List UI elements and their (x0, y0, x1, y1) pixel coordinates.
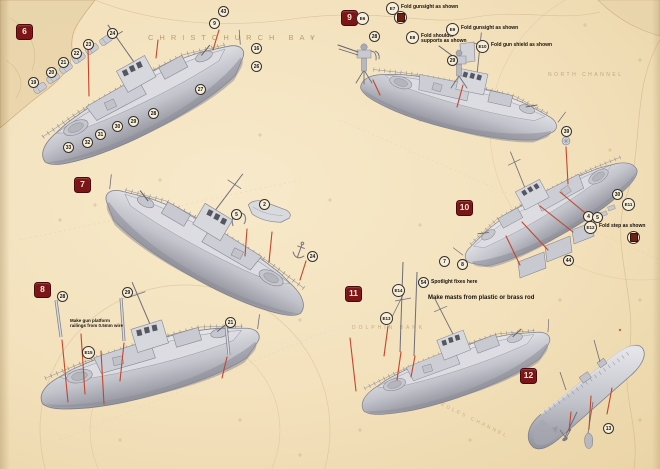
folding-tool-icon (394, 11, 407, 24)
part-callout: 5 (231, 209, 242, 220)
step-badge-11: 11 (345, 286, 362, 302)
part-callout: 24 (107, 28, 118, 39)
part-callout: 22 (71, 48, 82, 59)
part-callout: 28 (57, 291, 68, 302)
chart-label-dolphin-bank: DOLPHIN BANK (352, 325, 425, 331)
part-callout: 16 (251, 43, 262, 54)
part-callout: 30 (612, 189, 623, 200)
part-callout: 23 (83, 39, 94, 50)
part-callout: 21 (58, 57, 69, 68)
part-callout: 39 (561, 126, 572, 137)
part-callout: 24 (307, 251, 318, 262)
note-make-masts: Make masts from plastic or brass rod (428, 295, 535, 301)
part-callout: 5 (592, 212, 603, 223)
oerlikon-gun-shield-part (438, 41, 476, 89)
part-callout: 32 (82, 137, 93, 148)
part-callout: 21 (225, 317, 236, 328)
part-callout: 28 (369, 31, 380, 42)
part-callout: 27 (195, 84, 206, 95)
dinghy-part (247, 200, 291, 223)
part-callout: E14 (392, 284, 405, 297)
part-callout: 8 (457, 259, 468, 270)
step-badge-7: 7 (74, 177, 91, 193)
part-callout: 28 (148, 108, 159, 119)
note-spotlight: 54 Spotlight fixes here (418, 277, 477, 288)
part-callout: E11 (622, 198, 635, 211)
note-e7: E7 Fold gunsight as shown (386, 2, 458, 15)
step-badge-6: 6 (16, 24, 33, 40)
leader-lines (61, 29, 613, 432)
part-callout: 19 (28, 77, 39, 88)
part-callout: E7 (386, 2, 399, 15)
note-text: Fold gunsight as shown (461, 24, 519, 31)
part-callout: 29 (128, 116, 139, 127)
part-callout: 7 (439, 256, 450, 267)
chart-label-bay: CHRISTCHURCH BAY (148, 33, 321, 42)
part-callout: 9 (209, 18, 220, 29)
step-badge-8: 8 (34, 282, 51, 298)
part-callout: 31 (95, 129, 106, 140)
step-badge-12: 12 (520, 368, 537, 384)
note-text: Fold shoulder supports as shown (421, 32, 467, 45)
part-callout: E13 (380, 312, 393, 325)
part-callout: 2 (259, 199, 270, 210)
note-e8: E8 Fold shoulder supports as shown (406, 31, 473, 45)
part-callout: 13 (603, 423, 614, 434)
part-callout: E8 (406, 31, 419, 44)
part-callout: 30 (112, 121, 123, 132)
part-callout: 26 (251, 61, 262, 72)
note-e9: E9 Fold gunsight as shown (446, 23, 518, 36)
part-callout: E10 (476, 40, 489, 53)
part-callout: E9 (446, 23, 459, 36)
part-callout: 29 (122, 287, 133, 298)
folding-tool-icon (627, 231, 640, 244)
part-callout: E12 (584, 221, 597, 234)
part-callout: 29 (447, 55, 458, 66)
note-text: Fold step as shown (599, 222, 646, 229)
part-callout: E15 (82, 346, 95, 359)
note-text: Fold gun shield as shown (491, 41, 553, 48)
part-callout: 43 (218, 6, 229, 17)
step-badge-9: 9 (341, 10, 358, 26)
note-text: Fold gunsight as shown (401, 3, 459, 10)
note-text: Spotlight fixes here (431, 278, 478, 285)
mast-parts-step-11 (391, 261, 418, 357)
note-gun-platform-railings: Make gun platform railings from 0.5mm wi… (70, 318, 124, 329)
chart-label-north-channel: NORTH CHANNEL (548, 72, 623, 78)
part-callout: E6 (356, 12, 369, 25)
part-callout: 33 (63, 142, 74, 153)
ship-hull-step-12 (527, 339, 645, 450)
part-callout: 44 (563, 255, 574, 266)
ship-step-11 (337, 268, 565, 427)
part-callout: 54 (418, 277, 429, 288)
part-callout: 20 (46, 67, 57, 78)
mast-rod-parts (54, 297, 231, 356)
anchor-part (292, 241, 305, 259)
note-e10: E10 Fold gun shield as shown (476, 40, 552, 53)
wheel-part (561, 136, 571, 146)
oerlikon-gun-part (337, 43, 380, 85)
step-badge-10: 10 (456, 200, 473, 216)
note-e12: E12 Fold step as shown (584, 221, 645, 234)
